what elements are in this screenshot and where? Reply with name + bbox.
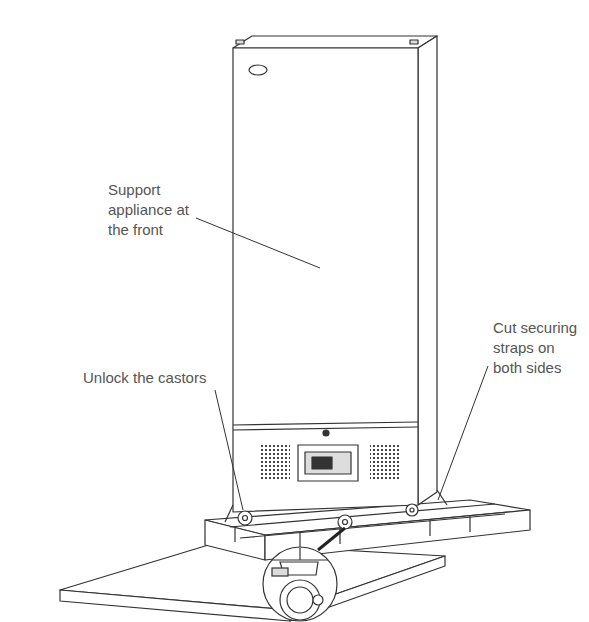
support-note: Support appliance at the front (108, 180, 204, 240)
castor-note: Unlock the castors (83, 368, 223, 388)
strap-note: Cut securing straps on both sides (493, 318, 585, 378)
